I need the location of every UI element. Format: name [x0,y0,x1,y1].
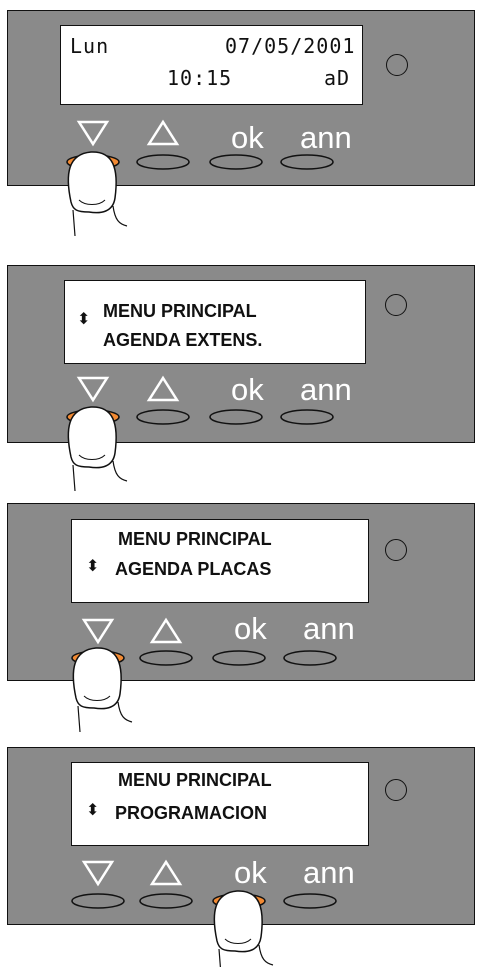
ann-button[interactable] [284,894,336,908]
up-button[interactable] [140,894,192,908]
down-triangle-icon [84,862,112,884]
down-triangle-icon [79,122,107,144]
pressing-finger-icon [68,407,116,468]
up-button[interactable] [137,155,189,169]
down-triangle-icon [79,378,107,400]
pressing-finger-icon [214,891,262,952]
up-button[interactable] [137,410,189,424]
ok-button[interactable] [213,651,265,665]
up-triangle-icon [152,620,180,642]
pressing-finger-icon [68,152,116,213]
up-triangle-icon [149,378,177,400]
ok-button[interactable] [210,155,262,169]
ok-button[interactable] [210,410,262,424]
ann-button[interactable] [281,155,333,169]
up-triangle-icon [149,122,177,144]
ann-button[interactable] [284,651,336,665]
up-button[interactable] [140,651,192,665]
down-button[interactable] [72,894,124,908]
pressing-finger-icon [73,648,121,709]
ann-button[interactable] [281,410,333,424]
down-triangle-icon [84,620,112,642]
up-triangle-icon [152,862,180,884]
